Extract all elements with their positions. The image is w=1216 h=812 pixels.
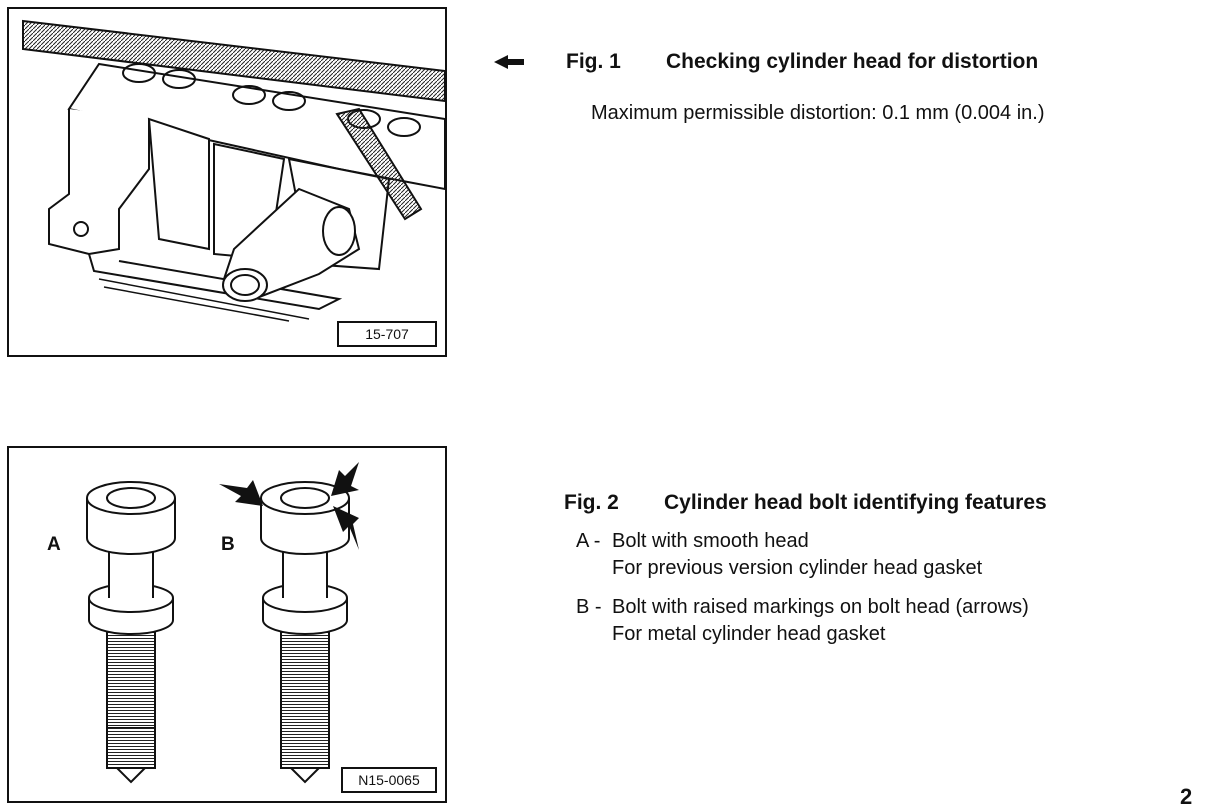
- bolt-b-drawing: [260, 481, 350, 784]
- figure-1-number: Fig. 1: [566, 50, 621, 73]
- figure-2-number: Fig. 2: [564, 491, 619, 514]
- figure-1-illustration: 15-707: [7, 7, 447, 357]
- legend-item-b: B - Bolt with raised markings on bolt hea…: [576, 594, 1029, 648]
- bolt-a-label: A: [47, 534, 61, 555]
- marking-arrows: [219, 462, 359, 550]
- arrow-icon: [333, 506, 359, 550]
- legend-key: B -: [576, 596, 602, 618]
- legend-key: A -: [576, 530, 601, 552]
- figure-2-id-label: N15-0065: [341, 767, 437, 793]
- legend-line: Bolt with smooth head: [612, 530, 809, 552]
- legend-line: For previous version cylinder head gaske…: [612, 557, 983, 579]
- distortion-spec-text: Maximum permissible distortion: 0.1 mm (…: [591, 102, 1045, 124]
- bolt-b-label: B: [221, 534, 235, 555]
- legend-line: Bolt with raised markings on bolt head (…: [612, 596, 1029, 618]
- bolt-a-drawing: [86, 481, 176, 784]
- cylinder-head-straightedge-drawing: [22, 19, 445, 322]
- figure-2-caption: Fig. 2 Cylinder head bolt identifying fea…: [564, 491, 1047, 515]
- figure-1-id-label: 15-707: [337, 321, 437, 347]
- figure-1-title: Checking cylinder head for distortion: [666, 50, 1039, 73]
- left-pointer-arrow-icon: [494, 55, 524, 69]
- cylinder-head-bolts-drawing: [86, 462, 359, 784]
- arrow-icon: [219, 480, 263, 506]
- legend-line: For metal cylinder head gasket: [612, 623, 886, 645]
- figure-1-caption: Fig. 1 Checking cylinder head for distort…: [566, 50, 1038, 74]
- arrow-icon: [331, 462, 359, 496]
- figure-2-title: Cylinder head bolt identifying features: [664, 491, 1047, 514]
- page-number: 2: [1180, 784, 1193, 809]
- figure-2-illustration: A B N15-0065: [7, 446, 447, 803]
